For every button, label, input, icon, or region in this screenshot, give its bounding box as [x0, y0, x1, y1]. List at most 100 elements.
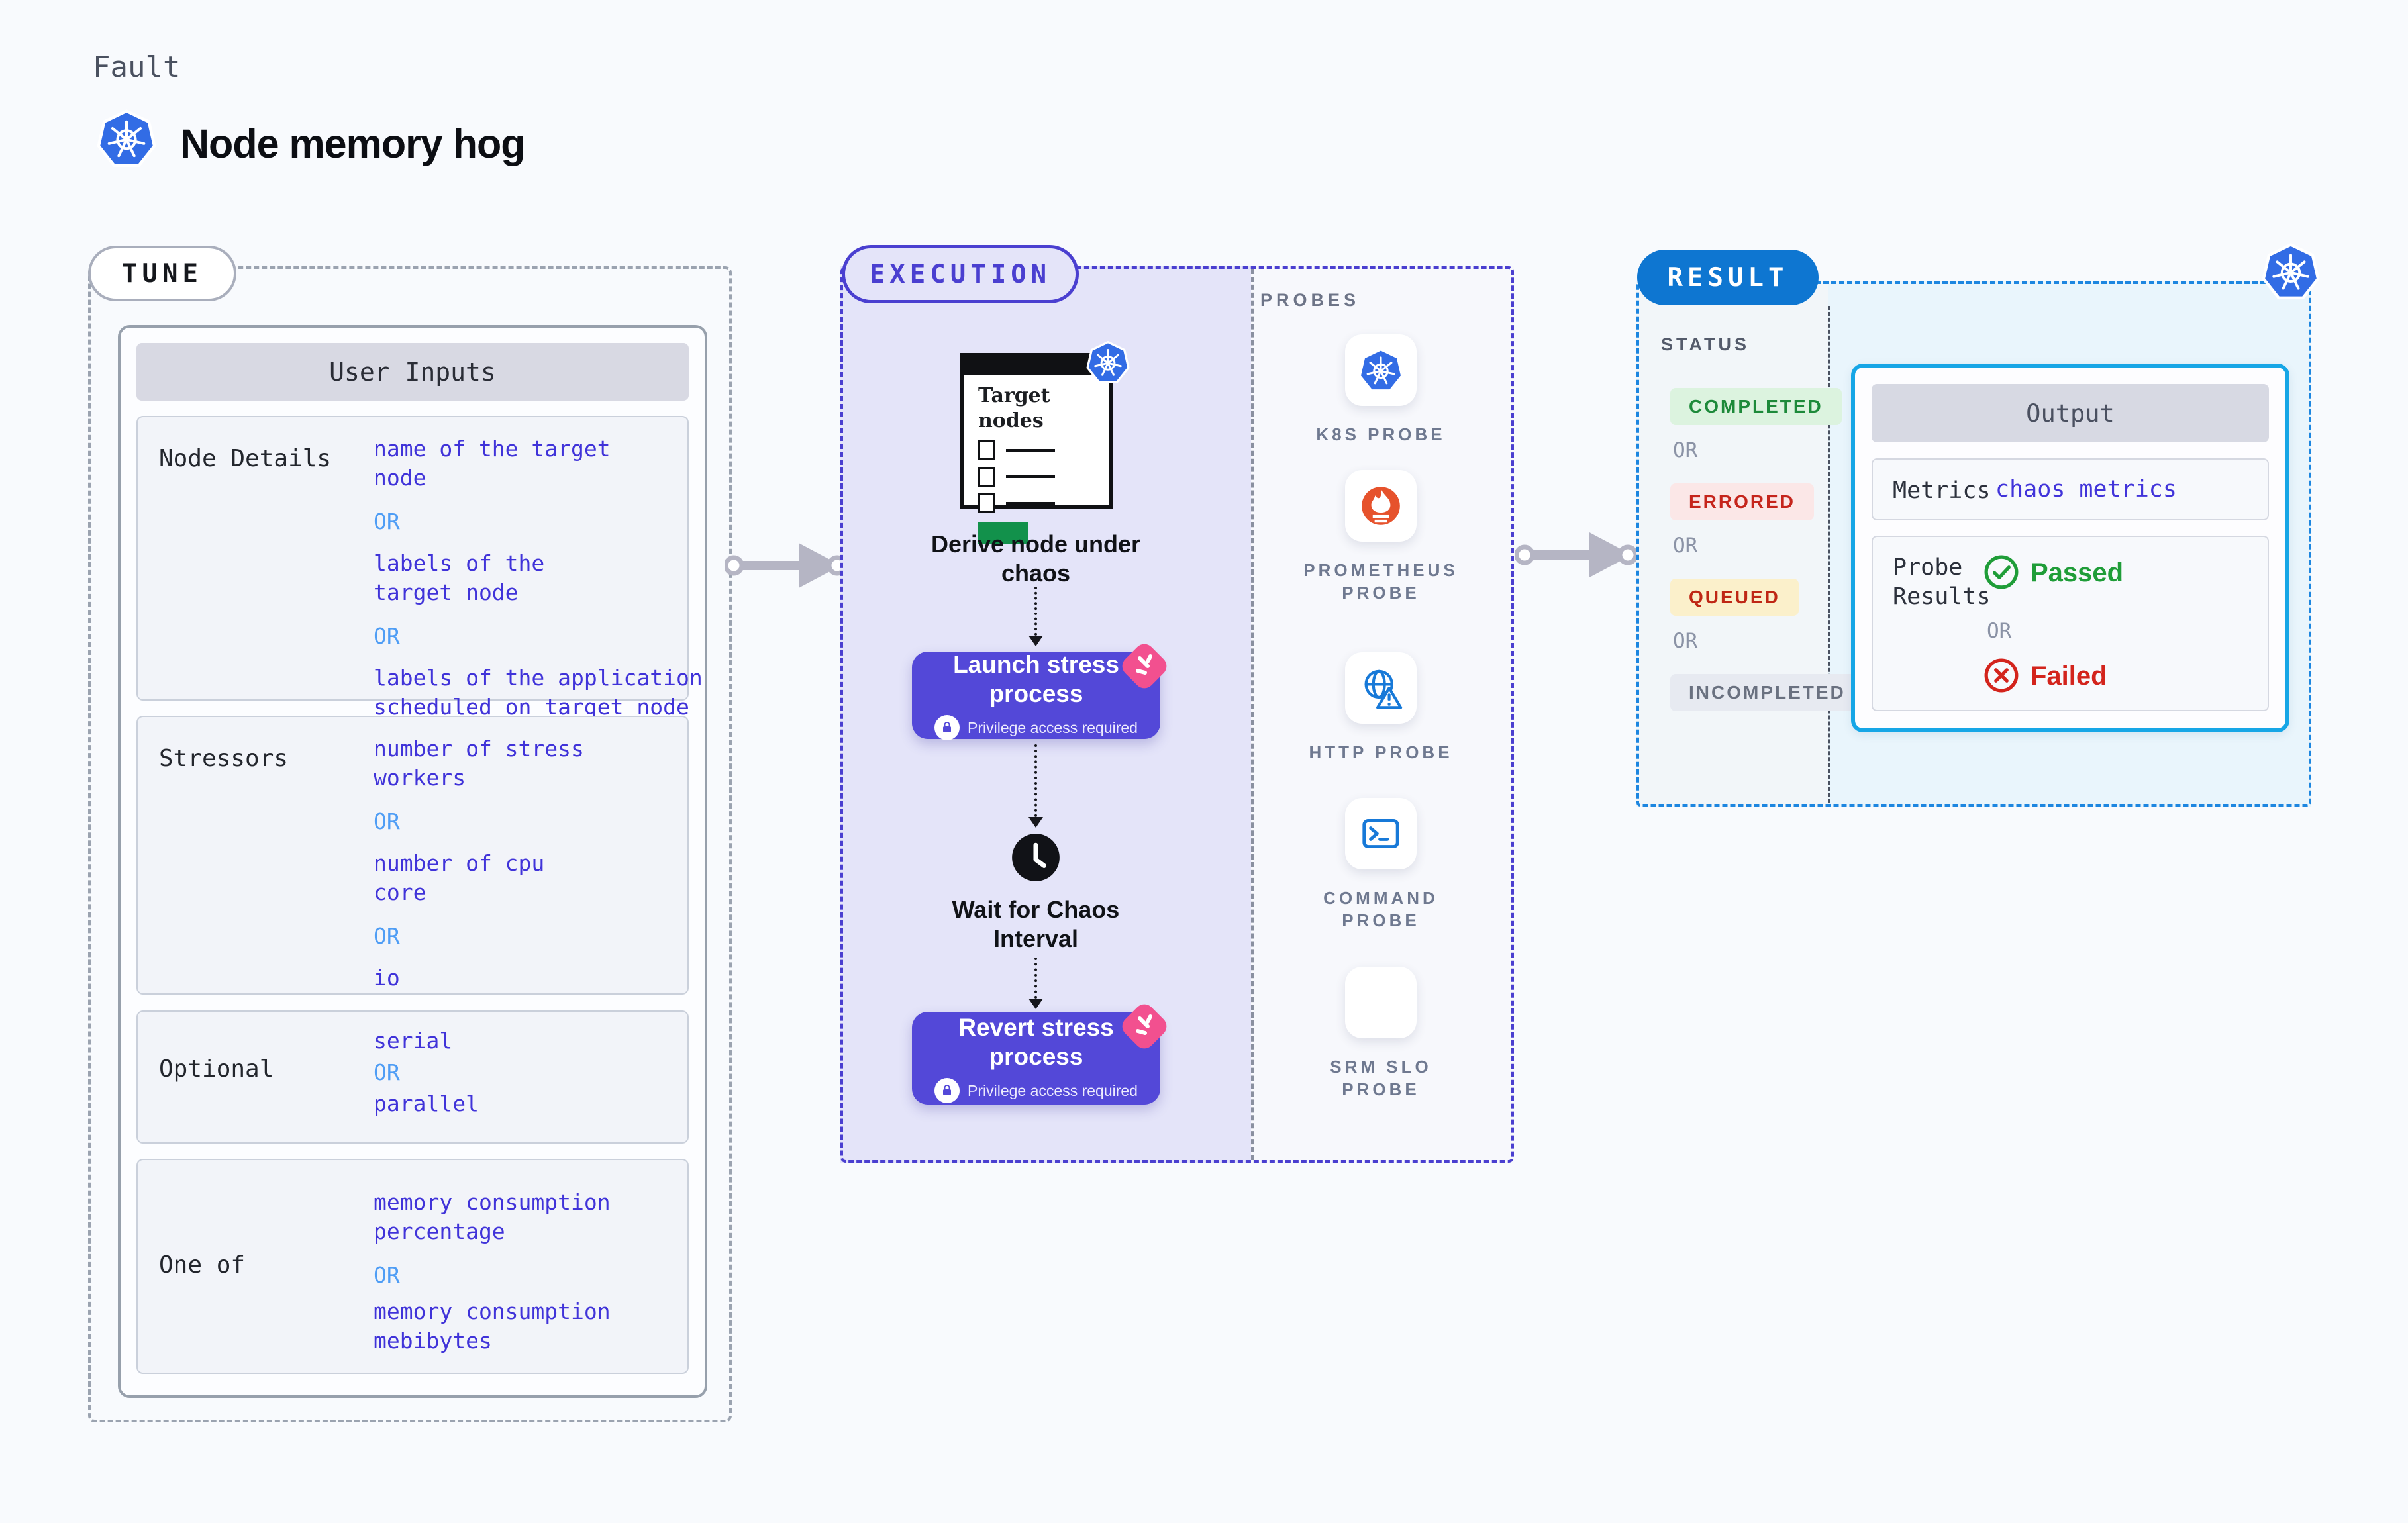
row-value: serial: [374, 1028, 453, 1054]
checkbox-row: [978, 493, 1109, 513]
clock-icon: [1010, 832, 1062, 883]
check-circle-icon: [1983, 554, 2019, 590]
prometheus-icon: [1345, 470, 1417, 542]
user-inputs-header: User Inputs: [136, 343, 689, 401]
tune-badge: TUNE: [88, 246, 236, 301]
line: [1006, 502, 1055, 505]
or-separator: OR: [374, 923, 400, 949]
fault-kicker: Fault: [93, 50, 181, 84]
command-terminal-icon: [1345, 798, 1417, 869]
arrowhead-down-icon: [1028, 999, 1043, 1009]
row-value: memory consumption percentage: [374, 1189, 611, 1244]
probe-item-k8s: K8S PROBE: [1281, 334, 1480, 446]
row-value: labels of the application scheduled on t…: [374, 665, 703, 720]
target-card-titlebar: [964, 357, 1109, 375]
probe-label: HTTP PROBE: [1309, 742, 1453, 762]
execution-badge: EXECUTION: [842, 245, 1079, 303]
status-badge-completed: COMPLETED: [1670, 388, 1842, 425]
lock-icon: [934, 1078, 960, 1103]
probe-item-command: COMMAND PROBE: [1281, 798, 1480, 932]
arrowhead-down-icon: [1028, 817, 1043, 828]
or-separator: OR: [374, 1262, 400, 1288]
chaos-pink-icon: [1118, 640, 1171, 693]
status-zone-background: [1636, 281, 1828, 807]
row-label: Stressors: [159, 745, 289, 772]
passed-label: Passed: [2031, 558, 2124, 587]
checkbox-row: [978, 440, 1109, 460]
row-label: Optional: [159, 1056, 274, 1083]
result-inner-divider: [1828, 306, 1830, 803]
row-stressors: Stressors number of stress workers OR nu…: [136, 716, 689, 995]
or-separator: OR: [1673, 438, 1698, 462]
step-button-title: Launch stress process: [953, 651, 1119, 707]
green-button-shape: [978, 522, 1028, 544]
failed-label: Failed: [2031, 662, 2107, 691]
result-badge: RESULT: [1637, 250, 1819, 305]
wait-chaos-label: Wait for Chaos Interval: [952, 896, 1120, 952]
kubernetes-icon: [1086, 340, 1130, 384]
kubernetes-icon: [97, 109, 156, 168]
page-title: Node memory hog: [180, 121, 526, 166]
step-button-title: Revert stress process: [958, 1014, 1114, 1070]
status-badge-errored: ERRORED: [1670, 483, 1815, 520]
row-value: labels of the target node: [374, 550, 545, 605]
row-value: name of the target node: [374, 436, 611, 491]
flow-arrow-tune-to-execution: [725, 543, 848, 588]
probes-heading: PROBES: [1260, 290, 1360, 310]
kubernetes-icon: [1345, 334, 1417, 406]
flow-arrow-execution-to-result: [1515, 532, 1638, 577]
target-nodes-card: Target nodes: [960, 353, 1113, 544]
or-separator: OR: [374, 623, 400, 649]
dotted-connector: [1034, 958, 1037, 999]
revert-stress-process-node: Revert stress process Privilege access r…: [912, 1012, 1160, 1105]
or-separator: OR: [374, 509, 400, 534]
metrics-value: chaos metrics: [1995, 476, 2177, 503]
or-separator: OR: [1673, 629, 1698, 653]
output-header: Output: [1872, 384, 2269, 442]
probe-results-label: Probe Results: [1893, 554, 1991, 610]
status-heading: STATUS: [1661, 334, 1750, 354]
x-circle-icon: [1983, 658, 2019, 693]
status-badge-queued: QUEUED: [1670, 579, 1799, 616]
metrics-row: Metrics chaos metrics: [1872, 458, 2269, 520]
or-separator: OR: [374, 1059, 400, 1085]
launch-stress-process-node: Launch stress process Privilege access r…: [912, 651, 1160, 740]
probe-results-row: Probe Results Passed OR Failed: [1872, 536, 2269, 711]
derive-node-label: Derive node under chaos: [930, 530, 1141, 587]
user-inputs-card: User Inputs Node Details name of the tar…: [118, 325, 707, 1398]
row-value: number of cpu core: [374, 850, 545, 905]
output-card: Output Metrics chaos metrics Probe Resul…: [1851, 364, 2289, 732]
or-separator: OR: [1987, 619, 2012, 643]
row-value: io: [374, 965, 400, 991]
probe-item-http: HTTP PROBE: [1281, 652, 1480, 763]
row-optional: Optional serial OR parallel: [136, 1010, 689, 1144]
checkbox-row: [978, 467, 1109, 487]
row-one-of: One of memory consumption percentage OR …: [136, 1159, 689, 1374]
row-label: Node Details: [159, 445, 332, 472]
checkbox-icon: [978, 467, 995, 487]
lock-icon: [934, 715, 960, 740]
arrowhead-down-icon: [1028, 636, 1043, 646]
privilege-note: Privilege access required: [968, 718, 1138, 736]
row-node-details: Node Details name of the target node OR …: [136, 416, 703, 720]
target-card-title: Target nodes: [978, 384, 1050, 432]
dotted-connector: [1034, 744, 1037, 817]
probe-item-srm-slo: SRM SLO PROBE: [1281, 967, 1480, 1101]
or-separator: OR: [374, 809, 400, 834]
metrics-label: Metrics: [1893, 477, 1991, 504]
dotted-connector: [1034, 587, 1037, 636]
status-badge-incompleted: INCOMPLETED: [1670, 674, 1864, 711]
tune-section-outline: [88, 266, 732, 1422]
execution-section-outline: [840, 266, 1514, 1163]
row-label: One of: [159, 1252, 246, 1279]
row-value: number of stress workers: [374, 736, 584, 791]
privilege-note: Privilege access required: [968, 1081, 1138, 1099]
probe-label: K8S PROBE: [1316, 424, 1446, 444]
result-section-outline: [1636, 281, 2311, 807]
execution-probes-divider: [1251, 269, 1254, 1160]
line: [1006, 449, 1055, 452]
probe-label: COMMAND PROBE: [1323, 888, 1438, 930]
row-value: parallel: [374, 1091, 479, 1116]
probe-label: PROMETHEUS PROBE: [1303, 560, 1458, 603]
chaos-pink-icon: [1118, 1000, 1171, 1053]
